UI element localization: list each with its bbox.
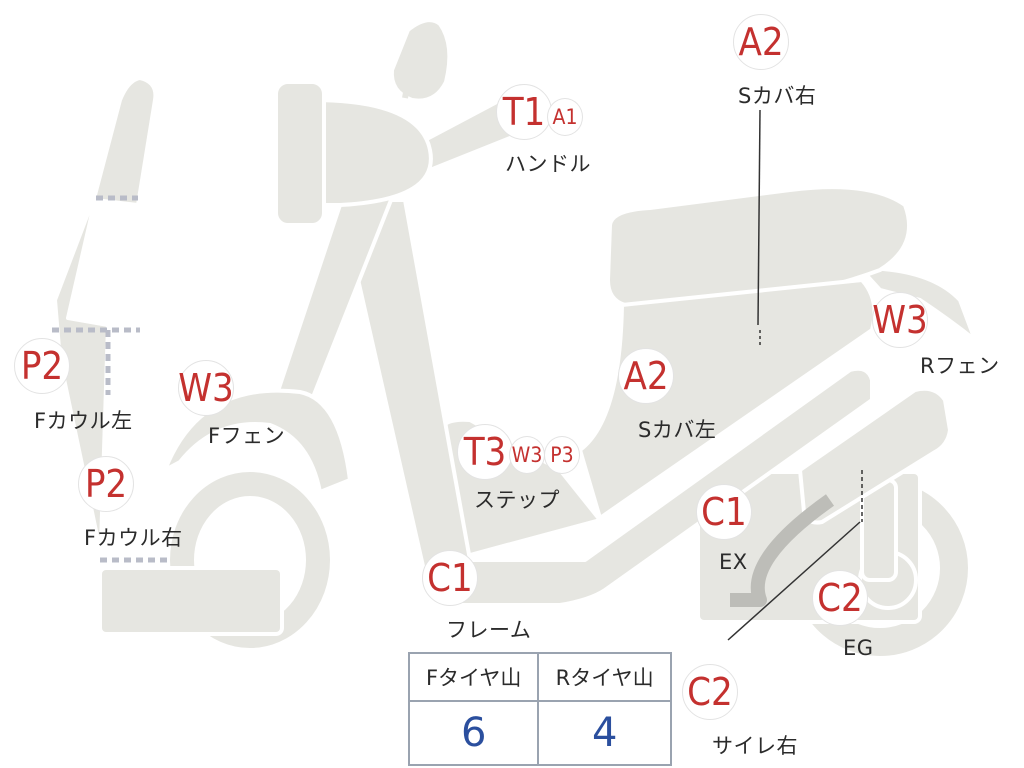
label-handle: ハンドル	[505, 152, 591, 176]
code-badge-eg: C2	[812, 570, 868, 626]
code-badge-step-t3: T3	[457, 424, 513, 480]
label-eg: EG	[843, 636, 874, 660]
value-front-tire-tread: 6	[407, 700, 540, 766]
label-step: ステップ	[474, 488, 560, 512]
code-badge-s-cover-left: A2	[618, 348, 674, 404]
mirror-stem-shape	[402, 59, 415, 99]
cowl-lower-shape	[98, 566, 284, 636]
code-badge-f-cowl-left: P2	[14, 338, 70, 394]
code-badge-handle-t1: T1	[496, 84, 552, 140]
code-badge-handle-a1: A1	[547, 98, 583, 136]
code-badge-r-fender: W3	[872, 292, 928, 348]
handle-grip-shape	[274, 80, 326, 227]
code-badge-silencer-right: C2	[682, 664, 738, 720]
code-badge-step-w3: W3	[509, 436, 545, 474]
code-badge-frame: C1	[422, 550, 478, 606]
label-f-cowl-right: Fカウル右	[84, 526, 183, 550]
headlight-shape	[310, 98, 433, 207]
label-f-cowl-left: Fカウル左	[34, 409, 133, 433]
code-badge-f-fender: W3	[178, 360, 234, 416]
table-header-row: Fタイヤ山 Rタイヤ山	[407, 652, 672, 702]
label-s-cover-left: Sカバ左	[638, 418, 717, 442]
exhaust-pipe-shape	[730, 494, 835, 607]
table-value-row: 6 4	[407, 700, 672, 766]
leader-silencer-right	[727, 521, 861, 641]
code-badge-f-cowl-right: P2	[78, 456, 134, 512]
value-rear-tire-tread: 4	[537, 700, 672, 766]
label-s-cover-right: Sカバ右	[738, 84, 817, 108]
code-badge-step-p3: P3	[544, 436, 580, 474]
mirror-shape	[389, 18, 452, 103]
code-badge-ex: C1	[696, 484, 752, 540]
header-rear-tire-tread: Rタイヤ山	[537, 652, 672, 702]
tire-tread-table: Fタイヤ山 Rタイヤ山 6 4	[407, 652, 672, 766]
label-silencer-right: サイレ右	[712, 734, 798, 758]
label-frame: フレーム	[446, 618, 532, 642]
label-ex: EX	[719, 550, 748, 574]
label-r-fender: Rフェン	[920, 354, 1000, 378]
label-f-fender: Fフェン	[208, 424, 286, 448]
side-cover-shape	[578, 278, 877, 520]
leader-s-cover-right	[757, 109, 761, 326]
header-front-tire-tread: Fタイヤ山	[407, 652, 540, 702]
code-badge-s-cover-right: A2	[733, 14, 789, 70]
rear-fender-shape	[858, 266, 977, 342]
